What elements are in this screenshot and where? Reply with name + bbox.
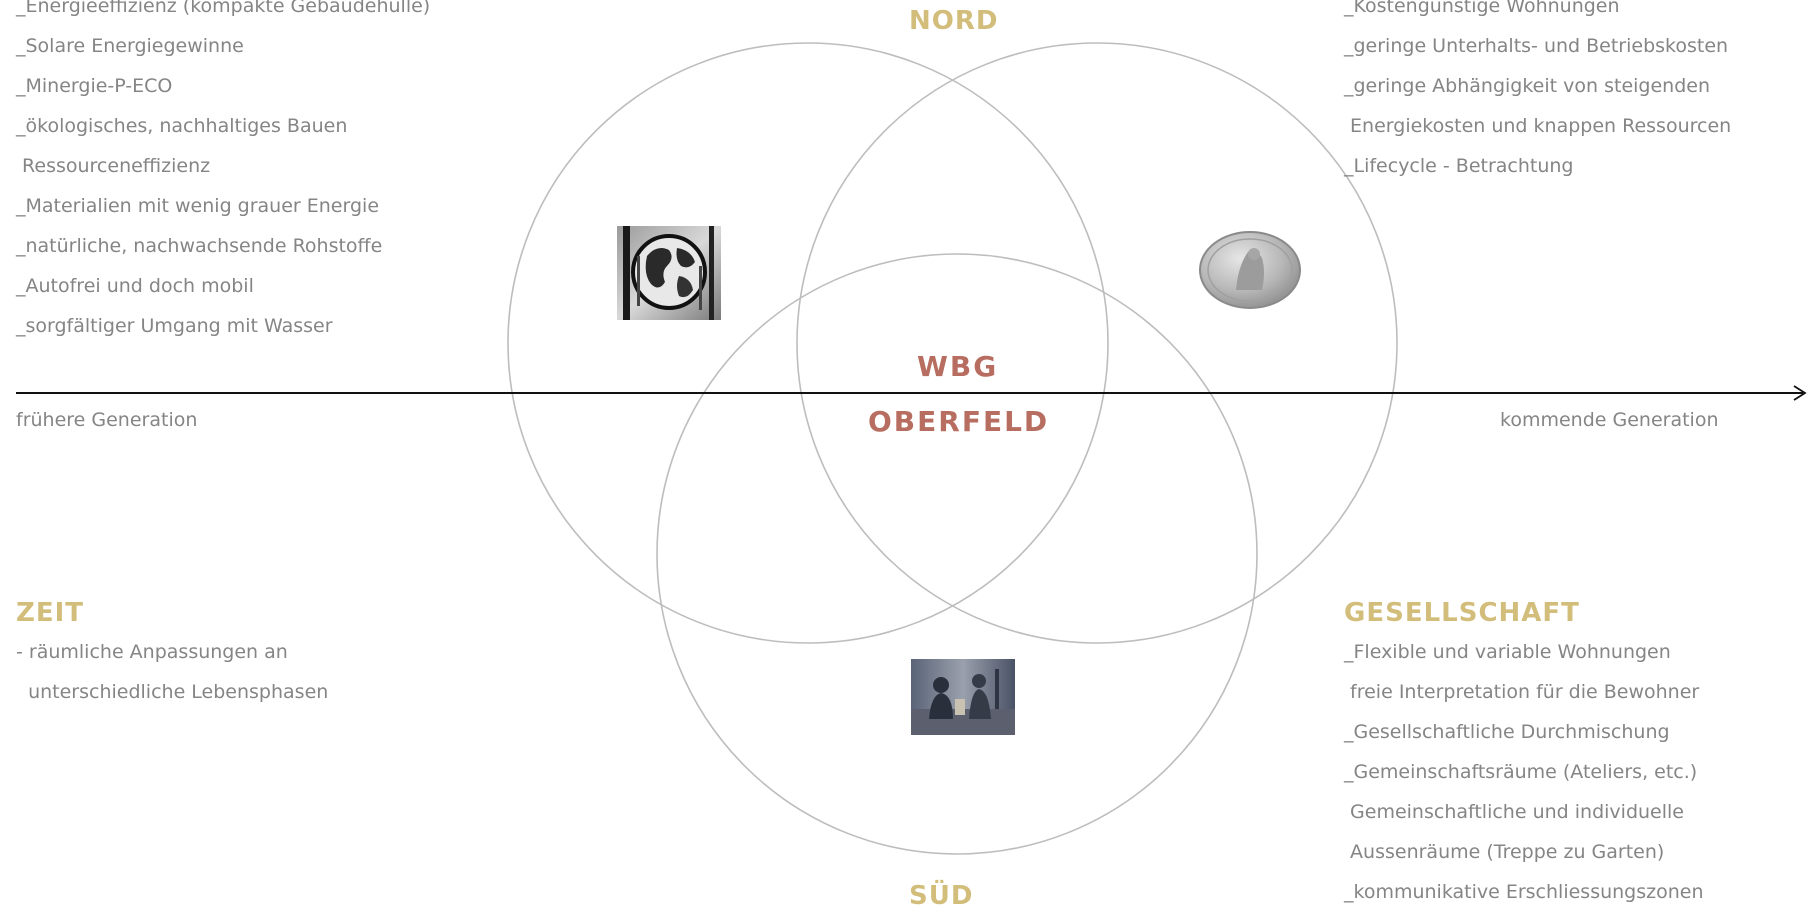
venn-circle-society bbox=[656, 253, 1258, 855]
list-item: Gemeinschaftliche und individuelle bbox=[1344, 801, 1684, 823]
list-item: _Solare Energiegewinne bbox=[16, 35, 244, 57]
list-item: _Kostengünstige Wohnungen bbox=[1344, 0, 1620, 17]
list-item: _Flexible und variable Wohnungen bbox=[1344, 641, 1671, 663]
heading-south: SÜD bbox=[909, 881, 974, 911]
axis-arrowhead bbox=[1793, 385, 1807, 401]
list-item: _geringe Abhängigkeit von steigenden bbox=[1344, 75, 1710, 97]
venn-circle-ecology bbox=[507, 42, 1109, 644]
list-item: freie Interpretation für die Bewohner bbox=[1344, 681, 1700, 703]
people-icon bbox=[911, 659, 1015, 735]
list-item: _sorgfältiger Umgang mit Wasser bbox=[16, 315, 333, 337]
list-item: _Minergie-P-ECO bbox=[16, 75, 173, 97]
heading-society: GESELLSCHAFT bbox=[1344, 598, 1580, 628]
list-item: unterschiedliche Lebensphasen bbox=[16, 681, 329, 703]
list-item: _Materialien mit wenig grauer Energie bbox=[16, 195, 380, 217]
globe-icon bbox=[617, 226, 721, 320]
list-item: _Gemeinschaftsräume (Ateliers, etc.) bbox=[1344, 761, 1698, 783]
list-item: _kommunikative Erschliessungszonen bbox=[1344, 881, 1704, 903]
list-item: _Lifecycle - Betrachtung bbox=[1344, 155, 1574, 177]
heading-north: NORD bbox=[909, 6, 999, 36]
list-item: - räumliche Anpassungen an bbox=[16, 641, 288, 663]
center-title-wbg: WBG bbox=[917, 350, 999, 383]
list-item: Ressourceneffizienz bbox=[16, 155, 211, 177]
list-item: _Energieeffizienz (kompakte Gebäudehülle… bbox=[16, 0, 431, 17]
list-item: _ökologisches, nachhaltiges Bauen bbox=[16, 115, 348, 137]
list-item: _natürliche, nachwachsende Rohstoffe bbox=[16, 235, 383, 257]
heading-time: ZEIT bbox=[16, 598, 85, 628]
list-item: Aussenräume (Treppe zu Garten) bbox=[1344, 841, 1665, 863]
axis-label-future: kommende Generation bbox=[1500, 409, 1719, 431]
list-item: _geringe Unterhalts- und Betriebskosten bbox=[1344, 35, 1729, 57]
list-item: _Gesellschaftliche Durchmischung bbox=[1344, 721, 1670, 743]
list-item: _Autofrei und doch mobil bbox=[16, 275, 254, 297]
list-item: Energiekosten und knappen Ressourcen bbox=[1344, 115, 1732, 137]
center-title-oberfeld: OBERFELD bbox=[868, 405, 1050, 438]
venn-circle-economy bbox=[796, 42, 1398, 644]
coin-icon bbox=[1196, 228, 1304, 312]
axis-label-past: frühere Generation bbox=[16, 409, 198, 431]
